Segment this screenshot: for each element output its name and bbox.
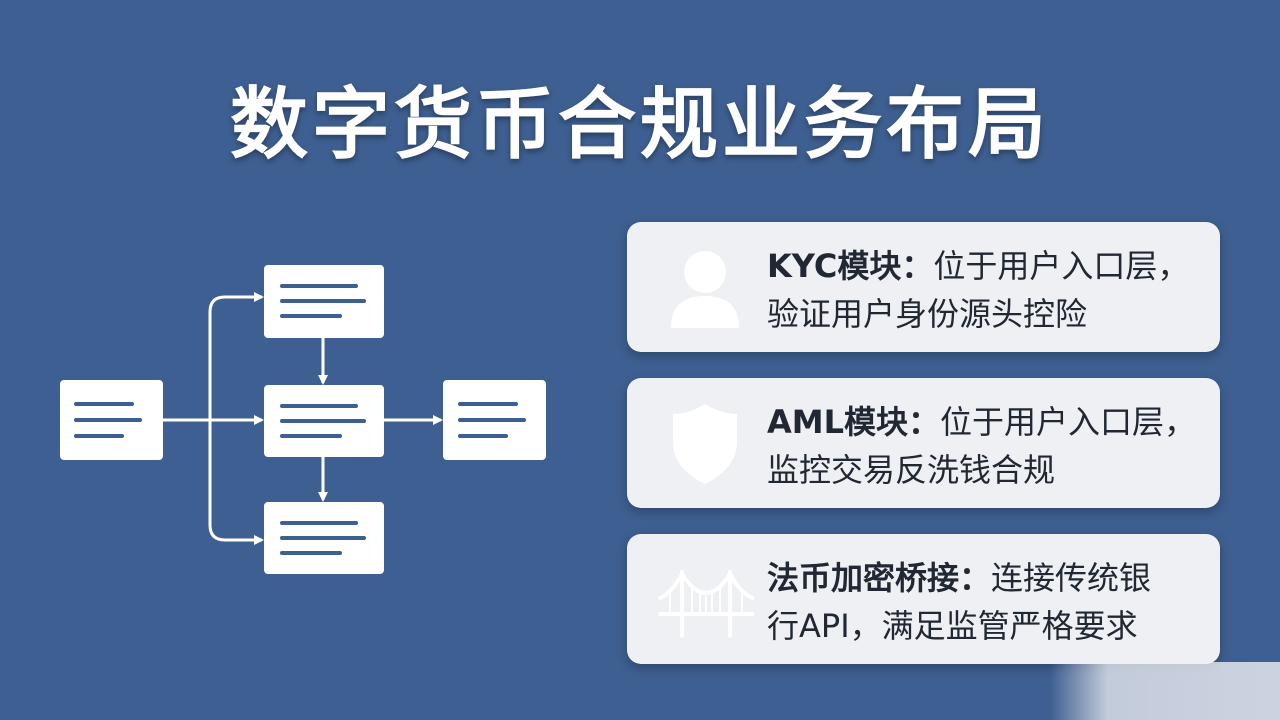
shield-icon (673, 404, 737, 484)
flow-connectors (163, 292, 443, 545)
bridge-card: 法币加密桥接：连接传统银 行API，满足监管严格要求 (627, 534, 1220, 664)
kyc-card: KYC模块：位于用户入口层， 验证用户身份源头控险 (627, 222, 1220, 352)
bridge-card-line1: 连接传统银 (991, 559, 1152, 597)
flow-node-center (264, 385, 384, 457)
user-icon (671, 251, 739, 328)
aml-card-text: AML模块：位于用户入口层， 监控交易反洗钱合规 (767, 398, 1207, 494)
aml-card-line1: 位于用户入口层， (940, 403, 1197, 441)
flow-diagram (60, 265, 546, 574)
kyc-card-line2: 验证用户身份源头控险 (767, 295, 1088, 333)
aml-card-heading: AML模块： (767, 403, 941, 441)
bridge-icon (658, 570, 754, 638)
aml-card-line2: 监控交易反洗钱合规 (767, 451, 1056, 489)
bridge-card-text: 法币加密桥接：连接传统银 行API，满足监管严格要求 (767, 554, 1207, 650)
page-title: 数字货币合规业务布局 (229, 80, 1050, 170)
flow-node-top (264, 265, 384, 338)
bridge-card-line2: 行API，满足监管严格要求 (767, 607, 1138, 645)
kyc-card-heading: KYC模块： (767, 247, 934, 285)
kyc-card-line1: 位于用户入口层， (933, 247, 1190, 285)
arrow-branch-to-top (208, 292, 264, 420)
kyc-card-text: KYC模块：位于用户入口层， 验证用户身份源头控险 (767, 242, 1207, 338)
flow-node-output (443, 380, 546, 460)
aml-card: AML模块：位于用户入口层， 监控交易反洗钱合规 (627, 378, 1220, 508)
flow-node-source (60, 380, 163, 460)
arrow-branch-to-bottom (208, 420, 264, 545)
bridge-card-heading: 法币加密桥接： (767, 559, 992, 597)
flow-node-bottom (264, 502, 384, 574)
watermark (1050, 662, 1280, 720)
